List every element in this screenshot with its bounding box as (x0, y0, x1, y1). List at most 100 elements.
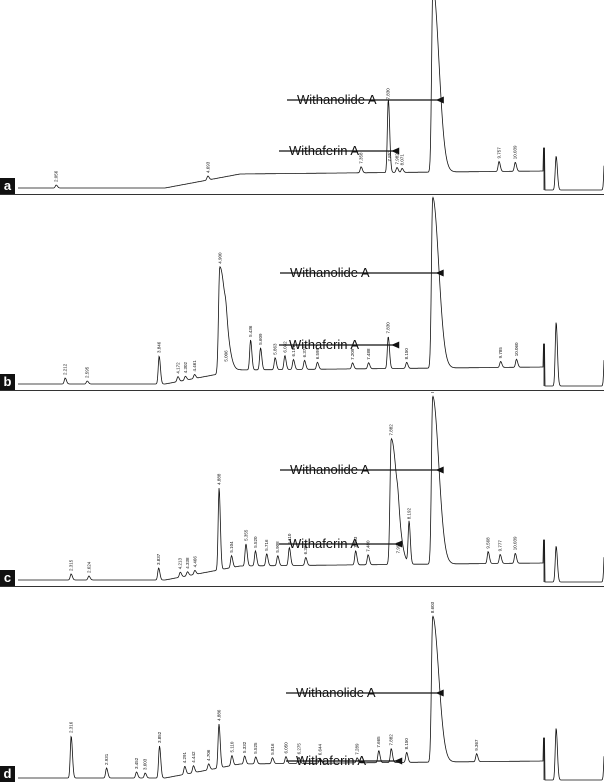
peak-label: 2.316 (69, 721, 74, 733)
chromatogram-svg-d: 2.316 2.931 3.452 3.603 3.852 4.291 4.442 4.706… (18, 601, 604, 781)
annotation-arrowhead (394, 757, 403, 765)
peak-label: 6.644 (318, 743, 323, 755)
panel-label: d (0, 766, 15, 782)
peak-label: 3.852 (157, 731, 162, 743)
chromatogram-trace (18, 196, 604, 387)
peak-label: 6.032 (282, 341, 287, 353)
annotation-arrowhead (391, 147, 400, 155)
peak-label: 9.757 (497, 147, 502, 159)
peak-label: 4.461 (192, 360, 197, 372)
peak-label: 2.624 (86, 561, 91, 573)
peak-label: 7.998 (395, 542, 400, 554)
peak-label: 8.071 (400, 154, 405, 166)
chromatogram-panel-d: 2.316 2.931 3.452 3.603 3.852 4.291 4.442 4.706… (0, 588, 604, 782)
annotation-label: Withaferin A (296, 753, 367, 768)
annotation-arrowhead (435, 269, 444, 277)
peak-label: 8.192 (407, 508, 412, 520)
peak-label: 3.846 (157, 341, 162, 353)
peak-label: 7.882 (389, 734, 394, 746)
peak-label: 7.488 (366, 348, 371, 360)
peak-label: 8.150 (404, 738, 409, 750)
annotation-arrowhead (435, 466, 444, 474)
peak-label: 5.908 (275, 541, 280, 553)
peak-label: 4.706 (206, 749, 211, 761)
peak-label: 7.882 (389, 424, 394, 436)
peak-label: 6.374 (302, 346, 307, 358)
peak-label: 6.110 (287, 533, 292, 544)
peak-label: 5.863 (273, 343, 278, 355)
peak-label: 9.367 (474, 739, 479, 751)
peak-label: 4.172 (175, 362, 180, 374)
peak-label: 6.598 (315, 347, 320, 359)
panel-label: b (0, 374, 15, 390)
peak-label: 7.852 (387, 150, 392, 162)
annotation-arrowhead (435, 96, 444, 104)
peak-label: 3.452 (134, 757, 139, 769)
peak-label: 8.603 (430, 392, 435, 393)
peak-label: 10.039 (513, 536, 518, 550)
peak-label: 6.181 (291, 345, 296, 357)
peak-label: 5.520 (253, 536, 258, 548)
peak-label: 5.609 (258, 333, 263, 345)
annotation-label: Withanolide A (290, 265, 370, 280)
peak-label: 3.603 (143, 758, 148, 770)
peak-label: 9.785 (498, 347, 503, 359)
peak-label: 9.777 (498, 540, 503, 552)
peak-label: 2.931 (104, 753, 109, 765)
chromatogram-trace (18, 615, 604, 781)
peak-label: 9.568 (486, 537, 491, 549)
panel-label: a (0, 178, 15, 194)
peak-label: 3.837 (156, 553, 161, 565)
peak-label: 2.212 (63, 363, 68, 375)
chromatogram-trace (18, 395, 604, 583)
peak-label: 7.665 (376, 736, 381, 748)
peak-label: 7.209 (350, 348, 355, 360)
panel-separator (0, 586, 604, 587)
peak-label: 4.302 (183, 361, 188, 373)
peak-label: 7.830 (386, 322, 391, 334)
peak-label: 4.442 (191, 751, 196, 763)
annotation-arrowhead (391, 341, 400, 349)
peak-label: 5.525 (253, 742, 258, 754)
peak-label: 7.830 (386, 88, 391, 100)
peak-label: 7.289 (355, 743, 360, 755)
peak-label: 8.603 (430, 601, 435, 613)
peak-label: 2.056 (54, 170, 59, 182)
panel-label: c (0, 570, 15, 586)
peak-label: 7.358 (359, 152, 364, 164)
peak-label: 5.355 (243, 529, 248, 541)
peak-label: 7.480 (366, 540, 371, 552)
peak-label: 4.213 (178, 557, 183, 569)
chromatogram-panel-a: 2.0564.6937.3587.8307.8527.9828.0718.606… (0, 0, 604, 194)
annotation-label: Withanolide A (290, 462, 370, 477)
peak-label: 6.395 (303, 543, 308, 555)
panel-separator (0, 390, 604, 391)
peak-label: 4.338 (185, 557, 190, 569)
peak-label: 6.275 (296, 743, 301, 755)
peak-label: 2.315 (69, 559, 74, 571)
peak-label: 10.039 (513, 145, 518, 159)
peak-label: 5.110 (229, 741, 234, 752)
peak-label: 5.816 (270, 743, 275, 755)
annotation-label: Withaferin A (289, 337, 360, 352)
peak-label: 10.060 (514, 342, 519, 356)
peak-label: 5.104 (229, 541, 234, 553)
peak-label: 5.716 (264, 539, 269, 551)
peak-label: 7.982 (395, 153, 400, 165)
peak-label: 8.150 (404, 348, 409, 360)
chromatogram-svg-a: 2.0564.6937.3587.8307.8527.9828.0718.606… (18, 0, 604, 191)
peak-label: 4.900 (217, 252, 222, 264)
peak-label: 4.291 (182, 752, 187, 764)
peak-label: 7.263 (353, 536, 358, 548)
peak-label: 2.595 (85, 366, 90, 378)
annotation-label: Withanolide A (297, 92, 377, 107)
annotation-label: Withanolide A (296, 685, 376, 700)
peak-label: 5.332 (242, 741, 247, 753)
peak-label: 4.466 (192, 556, 197, 568)
peak-label: 5.436 (248, 325, 253, 337)
peak-label: 6.050 (283, 742, 288, 754)
